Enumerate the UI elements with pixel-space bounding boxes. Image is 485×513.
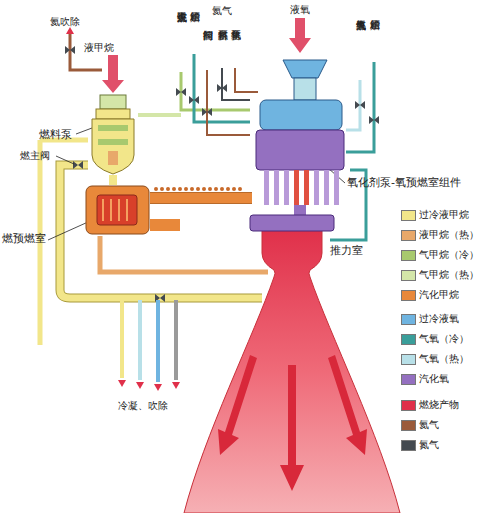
oxidizer-pump-preburner: 氧化剂泵-氧预燃室组件 bbox=[250, 60, 350, 205]
valve-symbol bbox=[65, 46, 75, 54]
warm-methane-pipe bbox=[100, 236, 268, 272]
nozzle-shape bbox=[180, 215, 410, 513]
component-label: 燃料泵 bbox=[39, 128, 72, 141]
flow-arrow bbox=[154, 384, 162, 391]
inlet-label: 液氧 bbox=[290, 4, 310, 15]
legend-swatch bbox=[401, 374, 416, 385]
pump-shape bbox=[88, 95, 138, 175]
inlet-arrow bbox=[289, 18, 311, 53]
drain-pipe bbox=[156, 300, 160, 382]
legend-swatch bbox=[401, 440, 416, 451]
legend-entry: 气氧（热） bbox=[401, 352, 485, 366]
pipe-connector bbox=[294, 205, 306, 215]
hot-gas-duct bbox=[150, 192, 252, 204]
fuel-pump: 燃料泵 bbox=[88, 95, 138, 175]
thrust-chamber: 推力室 bbox=[180, 215, 410, 513]
legend-text: 汽化甲烷 bbox=[419, 288, 459, 301]
drain-pipe bbox=[120, 300, 124, 378]
leader-line bbox=[76, 128, 92, 134]
oxidizer-assembly-shape bbox=[250, 60, 350, 205]
legend-entry: 气氧（冷） bbox=[401, 332, 485, 346]
legend-text: 气甲烷（热） bbox=[419, 268, 479, 281]
valve-symbol bbox=[189, 96, 199, 104]
legend-entry: 汽化甲烷 bbox=[401, 288, 485, 302]
leader-line bbox=[48, 222, 88, 240]
legend-text: 气甲烷（冷） bbox=[419, 248, 479, 261]
gas-oxygen-pipe bbox=[346, 62, 374, 152]
legend-entry: 氦气 bbox=[401, 418, 485, 432]
fuel-preburner: 燃预燃室 bbox=[85, 185, 150, 235]
pipe-connector bbox=[109, 175, 117, 185]
helium-pipe bbox=[207, 70, 250, 135]
inlet-label: 液甲烷 bbox=[84, 42, 114, 53]
preburner-shape bbox=[85, 185, 150, 235]
gas-oxygen-pipe bbox=[194, 54, 250, 122]
gas-methane-pipe bbox=[138, 113, 181, 117]
legend-entry: 气甲烷（冷） bbox=[401, 248, 485, 262]
legend-entry: 汽化氧 bbox=[401, 372, 485, 386]
legend-text: 氦气 bbox=[419, 418, 439, 431]
valve-symbol bbox=[202, 108, 212, 116]
component-label: 推力室 bbox=[330, 244, 363, 257]
component-label: 燃预燃室 bbox=[2, 232, 46, 245]
valve-symbol bbox=[355, 101, 365, 109]
outlet-label: 冷凝、吹除 bbox=[118, 400, 168, 411]
legend-swatch bbox=[401, 400, 416, 411]
legend-swatch bbox=[401, 314, 416, 325]
legend-swatch bbox=[401, 270, 416, 281]
legend-entry: 过冷液氧 bbox=[401, 312, 485, 326]
valve-symbol bbox=[217, 84, 227, 92]
legend-text: 氮气 bbox=[419, 438, 439, 451]
valve-symbol bbox=[176, 88, 186, 96]
liquid-methane-pipe bbox=[60, 165, 262, 298]
helium-pipe bbox=[235, 68, 258, 92]
legend-swatch bbox=[401, 230, 416, 241]
hot-gas-duct bbox=[150, 193, 252, 203]
flow-arrow bbox=[172, 382, 180, 389]
flow-arrow bbox=[136, 382, 144, 389]
component-label: 氧化剂泵-氧预燃室组件 bbox=[347, 176, 461, 189]
legend-text: 气氧（热） bbox=[419, 352, 469, 365]
drain-pipe bbox=[138, 300, 142, 380]
legend-text: 过冷液甲烷 bbox=[419, 208, 469, 221]
bolt-row bbox=[156, 187, 246, 191]
legend-swatch bbox=[401, 210, 416, 221]
legend-entry: 燃烧产物 bbox=[401, 398, 485, 412]
legend-text: 过冷液氧 bbox=[419, 312, 459, 325]
legend-text: 气氧（冷） bbox=[419, 332, 469, 345]
pipe-connector bbox=[150, 219, 180, 231]
legend-text: 燃烧产物 bbox=[419, 398, 459, 411]
leader-line bbox=[56, 156, 74, 164]
legend-text: 汽化氧 bbox=[419, 372, 449, 385]
legend-entry: 氮气 bbox=[401, 438, 485, 452]
legend-entry: 过冷液甲烷 bbox=[401, 208, 485, 222]
system-label: 氦气 bbox=[212, 5, 232, 16]
purge-label: 氦吹除 bbox=[50, 16, 80, 27]
legend-swatch bbox=[401, 354, 416, 365]
legend-swatch bbox=[401, 334, 416, 345]
flow-arrow bbox=[118, 380, 126, 387]
legend-text: 液甲烷（热） bbox=[419, 228, 479, 241]
valve-symbol bbox=[73, 161, 83, 169]
legend-entry: 气甲烷（热） bbox=[401, 268, 485, 282]
valve-symbol bbox=[369, 116, 379, 124]
legend-entry: 液甲烷（热） bbox=[401, 228, 485, 242]
legend-swatch bbox=[401, 420, 416, 431]
drain-pipe bbox=[174, 300, 178, 380]
valve-label: 燃主阀 bbox=[20, 150, 50, 161]
liquid-methane-pipe bbox=[60, 165, 262, 298]
flow-arrow bbox=[66, 27, 74, 34]
legend-swatch bbox=[401, 290, 416, 301]
inlet-arrow bbox=[102, 55, 124, 93]
legend-swatch bbox=[401, 250, 416, 261]
